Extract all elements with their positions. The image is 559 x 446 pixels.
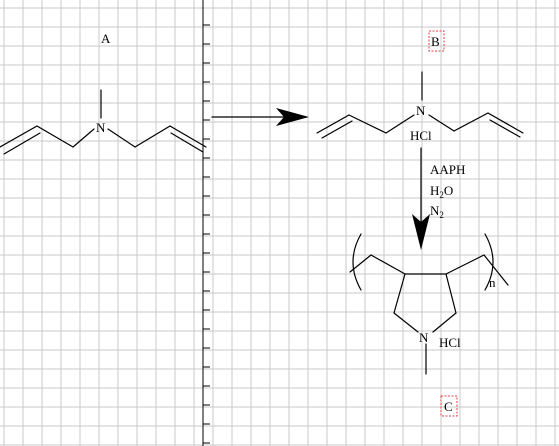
page-divider-ruler [202, 0, 210, 446]
compound-b-label: B [431, 34, 440, 49]
compound-b-nitrogen: N [416, 103, 426, 118]
compound-b-structure[interactable]: B N HCl [316, 30, 524, 143]
compound-b-hcl: HCl [410, 128, 432, 143]
compound-c-nitrogen: N [419, 330, 429, 345]
compound-a-structure[interactable]: A N [0, 31, 207, 155]
repeat-unit-n: n [489, 275, 496, 290]
compound-c-hcl: HCl [439, 335, 461, 350]
left-bracket [352, 233, 362, 291]
reaction-arrow-horizontal[interactable] [211, 108, 309, 126]
reagent-aaph: AAPH [430, 162, 465, 177]
right-bracket [484, 233, 494, 291]
compound-c-label: C [444, 399, 453, 414]
reaction-conditions: AAPH H2O N2 [430, 162, 465, 220]
compound-b-label-selection [428, 30, 445, 52]
compound-a-nitrogen: N [96, 120, 106, 135]
compound-c-label-selection [440, 395, 458, 417]
reagent-water: H2O [430, 183, 453, 200]
reaction-arrow-vertical[interactable] [412, 147, 430, 250]
compound-c-structure[interactable]: N HCl n C [349, 233, 509, 417]
reagent-nitrogen: N2 [430, 203, 444, 220]
compound-a-label: A [101, 31, 111, 46]
